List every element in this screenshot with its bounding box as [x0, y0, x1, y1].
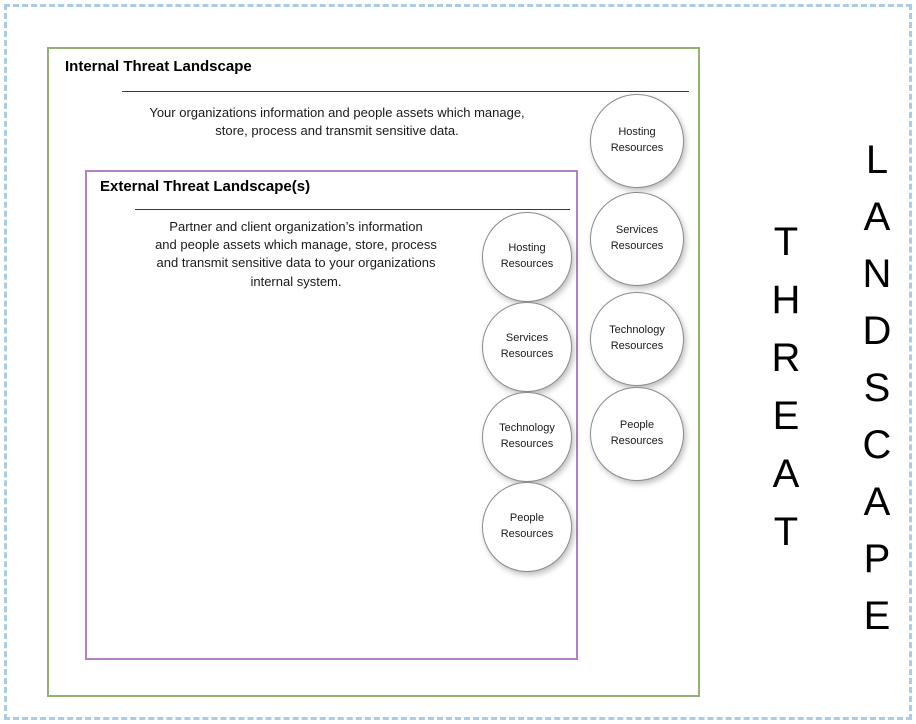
internal-hosting-resources-circle: Hosting Resources: [590, 94, 684, 188]
landscape-vertical-label: LANDSCAPE: [855, 138, 899, 651]
circle-label: People Resources: [610, 419, 664, 447]
internal-landscape-description: Your organizations information and peopl…: [149, 105, 525, 139]
circle-label: Technology Resources: [609, 324, 665, 352]
external-technology-resources-circle: Technology Resources: [482, 392, 572, 482]
internal-services-resources-circle: Services Resources: [590, 192, 684, 286]
circle-label: Hosting Resources: [500, 242, 554, 270]
outer-dashed-border: [4, 4, 912, 720]
internal-title-underline: [122, 91, 689, 92]
external-people-resources-circle: People Resources: [482, 482, 572, 572]
external-title-underline: [135, 209, 570, 210]
circle-label: People Resources: [500, 512, 554, 540]
external-landscape-description: Partner and client organization’s inform…: [155, 219, 437, 289]
circle-label: Hosting Resources: [610, 126, 664, 154]
external-services-resources-circle: Services Resources: [482, 302, 572, 392]
internal-technology-resources-circle: Technology Resources: [590, 292, 684, 386]
circle-label: Services Resources: [500, 332, 554, 360]
circle-label: Services Resources: [610, 224, 664, 252]
external-landscape-title: External Threat Landscape(s): [100, 178, 311, 195]
internal-landscape-title: Internal Threat Landscape: [65, 58, 252, 75]
internal-people-resources-circle: People Resources: [590, 387, 684, 481]
external-hosting-resources-circle: Hosting Resources: [482, 212, 572, 302]
threat-vertical-label: THREAT: [764, 220, 808, 568]
circle-label: Technology Resources: [499, 422, 555, 450]
